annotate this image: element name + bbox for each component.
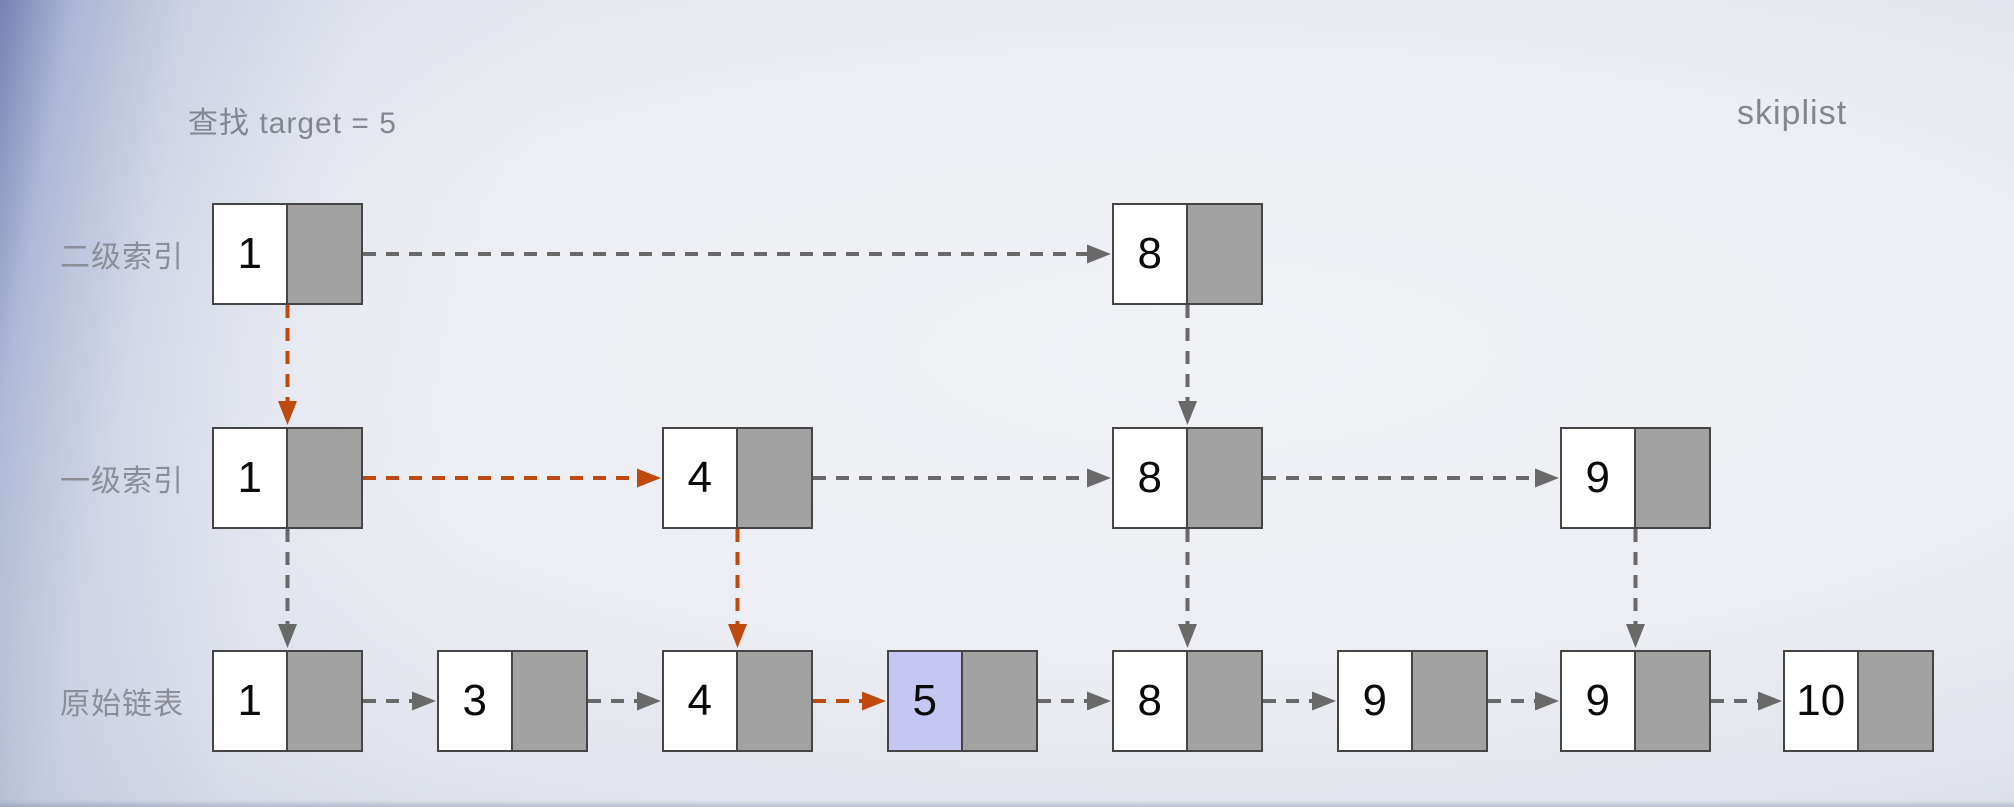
node-original-list-10: 10	[1783, 650, 1934, 752]
node-value: 9	[1562, 429, 1636, 527]
arrow-l0-8-to-9	[1263, 691, 1336, 711]
node-value: 4	[664, 652, 738, 750]
node-value: 9	[1562, 652, 1636, 750]
arrow-l0-9-to-10	[1711, 691, 1782, 711]
node-level2-index-1: 1	[212, 203, 363, 305]
node-pointer-cell	[738, 429, 812, 527]
arrow-l1-4-to-8	[813, 468, 1111, 488]
node-pointer-cell	[1413, 652, 1487, 750]
node-value: 8	[1114, 205, 1188, 303]
node-original-list-1: 1	[212, 650, 363, 752]
node-pointer-cell	[738, 652, 812, 750]
node-pointer-cell	[1636, 652, 1710, 750]
node-value: 8	[1114, 429, 1188, 527]
arrow-l2-1-to-8	[363, 244, 1111, 264]
node-level2-index-8: 8	[1112, 203, 1263, 305]
node-level1-index-1: 1	[212, 427, 363, 529]
node-value: 1	[214, 429, 288, 527]
node-value: 5	[889, 652, 963, 750]
arrow-l0-3-to-4	[588, 691, 661, 711]
node-value: 4	[664, 429, 738, 527]
node-pointer-cell	[1636, 429, 1710, 527]
node-pointer-cell	[1859, 652, 1933, 750]
arrow-l1-1-down-l0-1	[278, 529, 297, 648]
arrow-l1-8-to-9	[1263, 468, 1559, 488]
row-label-level1-index: 一级索引	[60, 465, 184, 498]
skiplist-watermark: skiplist	[1737, 94, 1848, 132]
node-value: 9	[1339, 652, 1413, 750]
arrow-l0-4-to-5	[813, 691, 886, 711]
node-pointer-cell	[513, 652, 587, 750]
arrow-l2-1-down-l1-1	[278, 305, 297, 425]
node-original-list-9: 9	[1337, 650, 1488, 752]
arrow-l2-8-down-l1-8	[1178, 305, 1197, 425]
node-pointer-cell	[288, 652, 362, 750]
node-original-list-3: 3	[437, 650, 588, 752]
node-value: 10	[1785, 652, 1859, 750]
node-level1-index-8: 8	[1112, 427, 1263, 529]
node-original-list-4: 4	[662, 650, 813, 752]
search-target-title: 查找 target = 5	[188, 107, 397, 140]
node-value: 1	[214, 205, 288, 303]
node-level1-index-9: 9	[1560, 427, 1711, 529]
arrow-l1-9-down-l0-9	[1626, 529, 1645, 648]
arrow-l0-9-to-9	[1488, 691, 1559, 711]
node-pointer-cell	[288, 205, 362, 303]
node-value: 1	[214, 652, 288, 750]
node-pointer-cell	[1188, 205, 1262, 303]
node-original-list-9: 9	[1560, 650, 1711, 752]
row-label-original-list: 原始链表	[60, 688, 184, 721]
arrow-l1-8-down-l0-8	[1178, 529, 1197, 648]
arrow-l0-1-to-3	[363, 691, 436, 711]
node-original-list-8: 8	[1112, 650, 1263, 752]
node-pointer-cell	[1188, 429, 1262, 527]
node-pointer-cell	[963, 652, 1037, 750]
node-value: 8	[1114, 652, 1188, 750]
node-level1-index-4: 4	[662, 427, 813, 529]
node-value: 3	[439, 652, 513, 750]
node-pointer-cell	[1188, 652, 1262, 750]
arrow-l1-4-down-l0-4	[728, 529, 747, 648]
arrow-l1-1-to-4	[363, 468, 661, 488]
node-pointer-cell	[288, 429, 362, 527]
node-original-list-5: 5	[887, 650, 1038, 752]
arrow-l0-5-to-8	[1038, 691, 1111, 711]
row-label-level2-index: 二级索引	[60, 241, 184, 274]
